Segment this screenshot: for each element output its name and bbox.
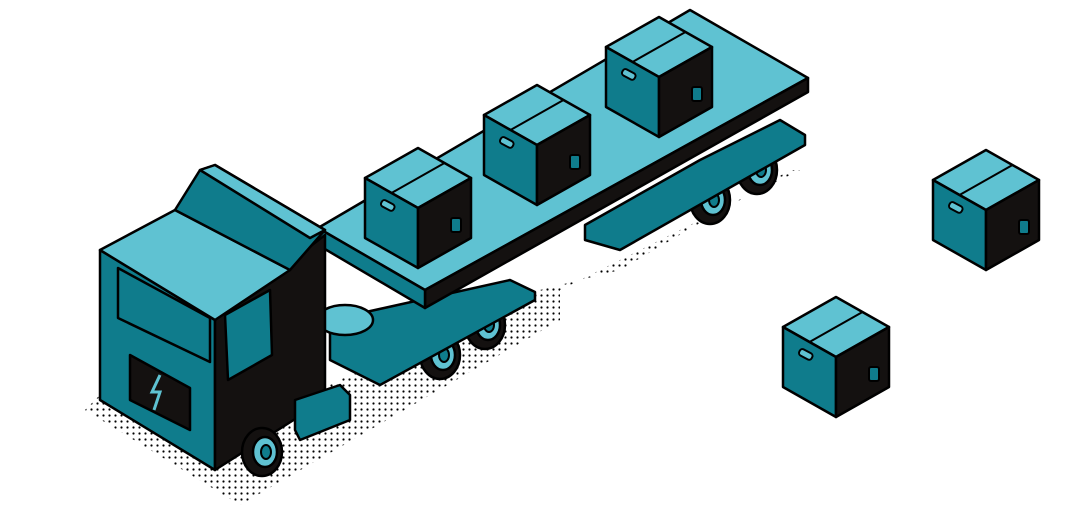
windshield: [116, 266, 212, 364]
box-right-face: [984, 178, 1041, 272]
box-label: [868, 366, 880, 382]
box-handle: [498, 136, 515, 149]
cargo-box: [604, 15, 714, 139]
front-chassis: [328, 278, 537, 387]
cargo-box: [482, 83, 592, 207]
box-tape: [959, 164, 1013, 196]
box-right-face: [535, 113, 592, 207]
side-window: [223, 288, 274, 382]
box-right-face: [416, 176, 473, 270]
box-label: [569, 154, 581, 170]
cargo-box: [363, 146, 473, 270]
box-tape: [809, 311, 863, 343]
box-right-face: [657, 45, 714, 139]
box-tape: [391, 162, 445, 194]
box-handle: [379, 199, 396, 212]
box-label: [450, 217, 462, 233]
box-right-face: [834, 325, 891, 419]
box-handle: [620, 68, 637, 81]
cargo-box: [931, 148, 1041, 272]
lightning-bolt-icon: [149, 374, 163, 411]
box-label: [691, 86, 703, 102]
cargo-box: [781, 295, 891, 419]
hub: [260, 444, 272, 460]
box-tape: [510, 99, 564, 131]
box-handle: [797, 348, 814, 361]
wheel: [240, 426, 284, 478]
box-tape: [632, 31, 686, 63]
rear-chassis: [583, 118, 807, 252]
cargo-boxes: [363, 15, 1041, 419]
fairing-top: [198, 163, 327, 240]
box-handle: [947, 201, 964, 214]
box-label: [1018, 219, 1030, 235]
truck-cab: [98, 163, 352, 478]
fuel-tank: [293, 383, 352, 442]
